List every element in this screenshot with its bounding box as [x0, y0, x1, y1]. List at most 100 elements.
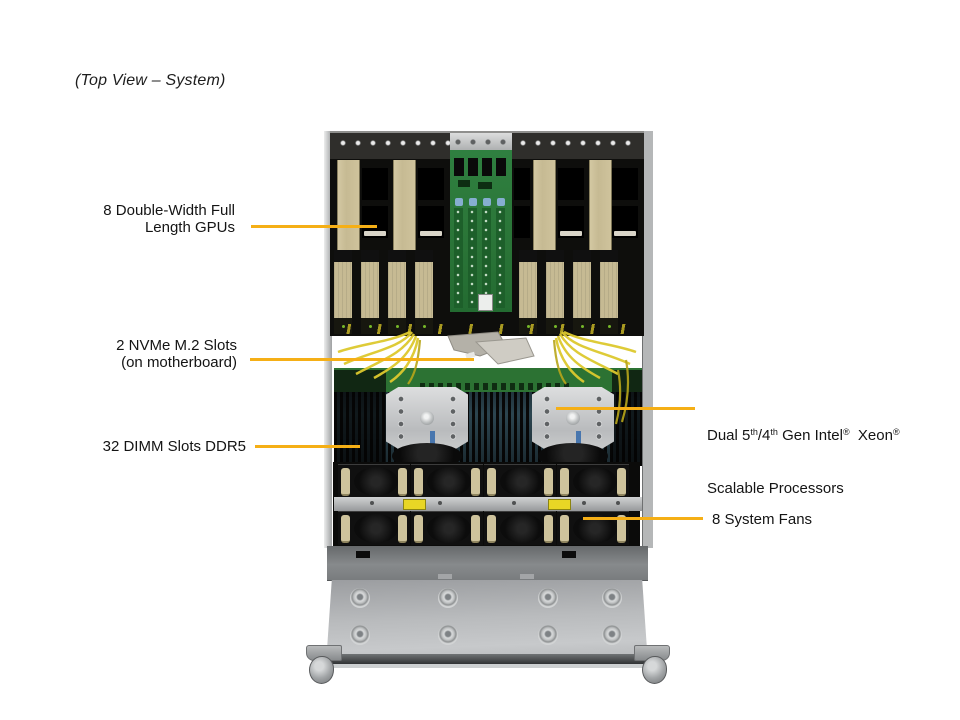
- gpu-slot-vent: [514, 168, 530, 200]
- callout-label-nvme: 2 NVMe M.2 Slots (on motherboard): [57, 337, 237, 371]
- gpu-card: [388, 250, 406, 334]
- fan-clip: [487, 515, 496, 543]
- gpu-card: [600, 250, 618, 334]
- label-line: Scalable Processors: [707, 480, 844, 497]
- fan-clip: [544, 515, 553, 543]
- label-text: Xeon: [849, 427, 893, 444]
- fan-clip: [471, 468, 480, 496]
- gpu-slot-vent: [612, 168, 638, 200]
- fan-blades: [427, 514, 471, 543]
- label-line: Dual 5th/4th Gen Intel® Xeon®: [707, 427, 947, 446]
- fan-blades: [427, 467, 471, 496]
- bracket-screw: [582, 501, 586, 505]
- riser-slot: [482, 158, 492, 176]
- chassis-tab: [438, 574, 452, 579]
- gpu-cable-strip: [336, 324, 636, 334]
- cpu-heatsink-left: [386, 387, 468, 449]
- fan-clip: [398, 515, 407, 543]
- riser-connector: [469, 198, 477, 206]
- fan-clip: [414, 515, 423, 543]
- label-line: 8 Double-Width Full: [103, 202, 235, 219]
- system-fan: [338, 511, 410, 545]
- label-text: Gen Intel: [777, 427, 843, 444]
- fan-blades: [500, 467, 544, 496]
- riser-card: [482, 208, 491, 308]
- heatsink-screws: [396, 393, 406, 443]
- gpu-card-edge: [589, 160, 612, 250]
- gpu-card: [415, 250, 433, 334]
- gpu-handle: [420, 231, 442, 236]
- system-fan: [411, 464, 483, 498]
- gpu-card: [546, 250, 564, 334]
- gpu-handle: [614, 231, 636, 236]
- gpu-card-edge: [393, 160, 416, 250]
- gpu-card-edge: [337, 160, 360, 250]
- riser-chip: [458, 180, 470, 187]
- chassis-right-wall: [642, 131, 653, 548]
- gpu-slot-vent: [558, 168, 584, 200]
- panel-screw: [438, 588, 458, 608]
- riser-slot: [468, 158, 478, 176]
- gpu-card: [334, 250, 352, 334]
- gpu-card-edge: [533, 160, 556, 250]
- riser-connector: [483, 198, 491, 206]
- cable-shadow-left: [334, 370, 386, 466]
- label-line: 32 DIMM Slots DDR5: [102, 438, 246, 455]
- panel-screw: [438, 625, 458, 645]
- bracket-screw: [438, 501, 442, 505]
- riser-card: [468, 208, 477, 308]
- superscript: th: [750, 427, 758, 437]
- bracket-screw: [616, 501, 620, 505]
- riser-slot: [496, 158, 506, 176]
- panel-screw: [350, 588, 370, 608]
- chassis-vent: [562, 551, 576, 558]
- gpu-card: [519, 250, 537, 334]
- gpu-card: [573, 250, 591, 334]
- m2-connector: [478, 294, 493, 311]
- fan-clip: [560, 468, 569, 496]
- callout-line-gpus: [251, 225, 377, 228]
- callout-label-fans: 8 System Fans: [712, 511, 872, 528]
- front-chassis-bar: [327, 546, 648, 581]
- panel-screw: [538, 588, 558, 608]
- fan-clip: [560, 515, 569, 543]
- fan-blades: [354, 514, 398, 543]
- warning-sticker: [548, 499, 571, 510]
- fan-blades: [500, 514, 544, 543]
- riser-slot: [454, 158, 464, 176]
- label-text: Dual 5: [707, 427, 751, 444]
- heatsink-screws: [448, 393, 458, 443]
- chassis-roller-right: [642, 656, 667, 684]
- fan-clip: [471, 515, 480, 543]
- front-panel-edge: [326, 654, 648, 664]
- chassis-vent: [356, 551, 370, 558]
- superscript: th: [770, 427, 778, 437]
- label-text: /4: [757, 427, 771, 444]
- callout-line-cpu: [556, 407, 695, 410]
- gpu-handle: [364, 231, 386, 236]
- system-fan: [557, 464, 629, 498]
- registered-mark: ®: [842, 427, 850, 437]
- fan-bracket-bar: [334, 497, 642, 511]
- riser-chip: [478, 182, 492, 189]
- panel-screw: [602, 588, 622, 608]
- heatsink-label: [430, 431, 435, 444]
- riser-connector: [497, 198, 505, 206]
- system-fan: [411, 511, 483, 545]
- gpu-slot-vent: [514, 206, 530, 238]
- fan-clip: [487, 468, 496, 496]
- label-line: 8 System Fans: [712, 511, 813, 528]
- gpu-card: [361, 250, 379, 334]
- figure-title: (Top View – System): [75, 72, 226, 89]
- dimm-latch-row: [420, 383, 570, 390]
- fan-clip: [617, 468, 626, 496]
- heatsink-center-screw: [566, 411, 580, 425]
- fan-clip: [341, 468, 350, 496]
- panel-screw: [602, 625, 622, 645]
- label-line: 2 NVMe M.2 Slots: [116, 337, 237, 354]
- gpu-slot-vent: [418, 168, 444, 200]
- riser-connector: [455, 198, 463, 206]
- panel-screw: [350, 625, 370, 645]
- fan-clip: [398, 468, 407, 496]
